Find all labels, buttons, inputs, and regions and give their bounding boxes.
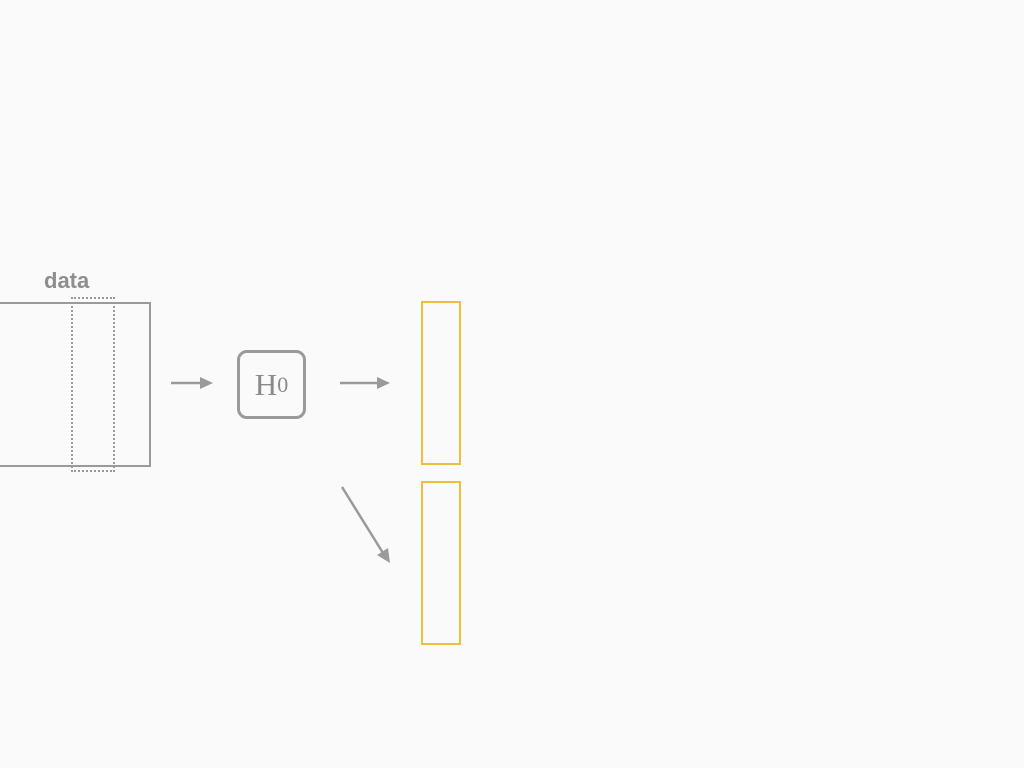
arrow-h0-to-top-vector (340, 377, 390, 389)
output-vector-bottom (421, 481, 461, 645)
h0-letter: H (254, 366, 278, 402)
arrow-data-to-h0 (171, 377, 213, 389)
data-label: data (44, 268, 90, 293)
data-column-slice (71, 297, 115, 472)
output-vector-top (421, 301, 461, 465)
data-matrix (0, 302, 151, 467)
arrow-h0-to-bottom-vector (340, 486, 390, 563)
